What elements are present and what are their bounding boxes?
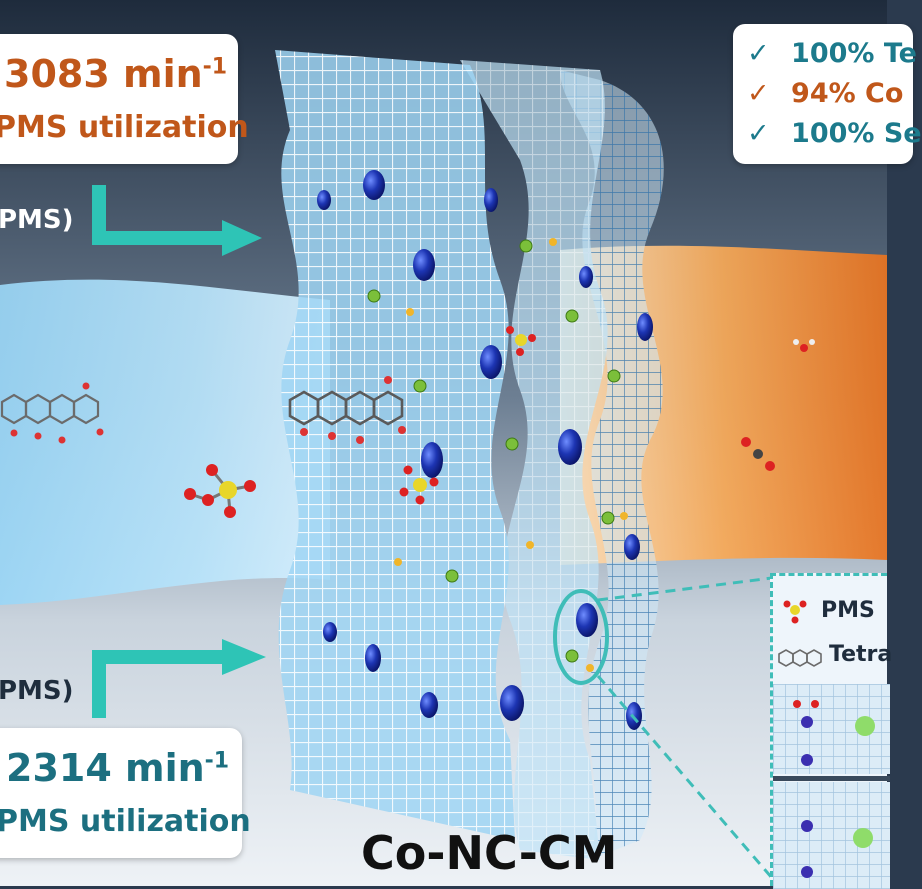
- cobalt-particle: [365, 644, 381, 672]
- results-checklist-card: ✓ 100% Te ✓ 94% Co ✓ 100% Se: [733, 24, 922, 164]
- checklist-item-1: ✓ 100% Te: [747, 38, 917, 69]
- inflow-arrow-bottom: [92, 639, 266, 718]
- h2o-molecule: [793, 339, 815, 352]
- inflow-stream: [0, 279, 330, 605]
- check-icon: ✓: [747, 78, 770, 109]
- top-rate-value: 3083 min-1: [4, 52, 227, 96]
- cobalt-particle: [558, 429, 582, 465]
- cobalt-particle: [624, 534, 640, 560]
- bottom-side-label: PMS): [0, 676, 74, 706]
- pms-molecule: [506, 326, 536, 356]
- inset-legend-tetracycline: Tetra: [829, 642, 893, 667]
- zoom-inset: PMS Tetra: [770, 573, 892, 889]
- tetracycline-legend-icon: [778, 649, 822, 667]
- cobalt-particle: [413, 249, 435, 281]
- co2-molecule: [741, 437, 775, 471]
- checklist-item-text: 94% Co: [791, 78, 904, 109]
- zoom-line-top: [597, 576, 773, 602]
- membrane-label: Co-NC-CM: [361, 826, 618, 880]
- pms-molecule: [184, 464, 256, 518]
- cobalt-particle: [317, 190, 331, 210]
- cobalt-particle: [500, 685, 524, 721]
- top-rate-card: 3083 min-1 PMS utilization: [0, 34, 249, 164]
- dopant-atoms: [367, 238, 628, 672]
- bottom-rate-subtitle: PMS utilization: [0, 804, 251, 839]
- cobalt-particles: [317, 170, 653, 730]
- inset-divider: [773, 776, 890, 781]
- cobalt-particle: [421, 442, 443, 478]
- membrane-front-grid: [275, 50, 515, 840]
- top-side-label: PMS): [0, 205, 74, 235]
- inset-graphics: [773, 600, 890, 889]
- checklist-item-text: 100% Te: [791, 38, 917, 69]
- bottom-rate-card: 2314 min-1 PMS utilization: [0, 728, 251, 858]
- cobalt-particle: [579, 266, 593, 288]
- pms-legend-icon: [783, 600, 807, 624]
- inset-legend-pms: PMS: [821, 598, 875, 623]
- tetracycline-molecule: [0, 382, 104, 444]
- cobalt-particle: [420, 692, 438, 718]
- zoom-highlight: [553, 589, 609, 685]
- bottom-rate-text: 2314 min: [6, 746, 205, 790]
- check-icon: ✓: [747, 38, 770, 69]
- cobalt-particle: [484, 188, 498, 212]
- bottom-rate-value: 2314 min-1: [6, 746, 229, 790]
- cobalt-particle: [480, 345, 502, 379]
- inflow-arrow-top: [92, 185, 262, 256]
- top-rate-text: 3083 min: [4, 52, 203, 96]
- cobalt-particle: [637, 313, 653, 341]
- inset-active-site: [793, 700, 875, 878]
- bottom-rate-exponent: -1: [204, 748, 230, 774]
- pms-molecule: [399, 465, 439, 505]
- checklist-item-text: 100% Se: [791, 118, 922, 149]
- checklist-item-2: ✓ 94% Co: [747, 78, 903, 109]
- check-icon: ✓: [747, 118, 770, 149]
- cobalt-particle: [576, 603, 598, 637]
- top-rate-exponent: -1: [202, 54, 228, 80]
- tetracycline-molecule: [288, 376, 406, 444]
- cobalt-particle: [363, 170, 385, 200]
- zoom-line-bottom: [596, 675, 774, 879]
- cobalt-particle: [323, 622, 337, 642]
- checklist-item-3: ✓ 100% Se: [747, 118, 922, 149]
- top-rate-subtitle: PMS utilization: [0, 110, 249, 145]
